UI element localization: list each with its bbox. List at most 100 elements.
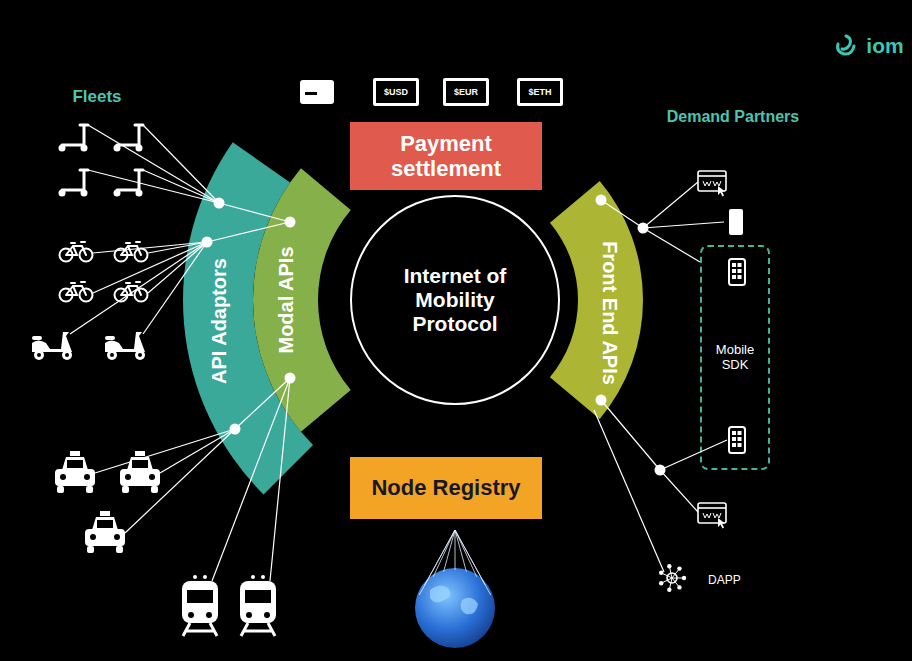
scooter-icon <box>114 170 144 197</box>
junction-dot <box>285 217 296 228</box>
drawing-part <box>261 575 265 579</box>
drawing-part <box>107 350 117 360</box>
text-label: iom <box>866 34 903 58</box>
drawing-part <box>59 145 66 152</box>
drawing-part <box>203 575 207 579</box>
drawing-part <box>100 511 110 516</box>
band-shape <box>549 181 643 419</box>
wire <box>660 440 727 470</box>
taxi-icon <box>55 451 95 493</box>
bicycle-icon <box>60 282 93 302</box>
drawing-part <box>677 566 681 570</box>
drawing-part <box>738 443 742 447</box>
band-shape <box>253 168 351 432</box>
drawing-part <box>117 170 143 190</box>
drawing-part <box>659 571 663 575</box>
drawing-part <box>206 612 212 618</box>
drawing-part <box>149 474 155 480</box>
drawing-part <box>241 623 275 636</box>
drawing-part <box>703 181 721 186</box>
drawing-part <box>62 350 72 360</box>
drawing-part <box>183 623 217 636</box>
drawing-part <box>114 145 121 152</box>
wire <box>643 182 698 228</box>
drawing-part <box>32 336 42 340</box>
text-label: DAPP <box>708 573 741 587</box>
web-icon <box>698 171 726 197</box>
drawing-part <box>122 486 129 493</box>
drawing-part <box>729 259 745 285</box>
drawing-part <box>62 170 88 190</box>
junction-dot <box>596 195 607 206</box>
train-icon <box>240 575 276 636</box>
drawing-part <box>105 336 115 340</box>
wire <box>601 400 660 470</box>
bill-icon <box>443 78 489 106</box>
drawing-part <box>114 190 121 197</box>
drawing-part <box>659 581 663 585</box>
web-icon <box>698 503 726 529</box>
drawing-part <box>251 575 255 579</box>
drawing-part <box>65 353 69 357</box>
band-shape <box>550 181 643 419</box>
drawing-part <box>667 564 671 568</box>
drawing-part <box>105 332 145 352</box>
drawing-part <box>187 590 213 603</box>
drawing-part <box>62 457 88 470</box>
drawing-part <box>682 576 686 580</box>
phone-icon <box>729 427 745 453</box>
drawing-part <box>698 503 726 523</box>
drawing-part <box>246 612 252 618</box>
drawing-part <box>67 460 83 468</box>
drawing-part <box>97 520 113 528</box>
bicycle-icon <box>60 242 93 262</box>
node-label: Payment settlement <box>358 131 534 182</box>
drawing-part <box>57 486 64 493</box>
api-band: Front End APIs <box>549 181 643 419</box>
drawing-part <box>698 171 726 191</box>
drawing-part <box>81 190 88 197</box>
junction-dot <box>655 465 666 476</box>
drawing-part <box>62 125 88 145</box>
drawing-part <box>732 437 736 441</box>
bill-icon <box>520 81 560 103</box>
drawing-part <box>60 474 66 480</box>
drawing-part <box>37 353 41 357</box>
dapp-icon <box>659 564 686 592</box>
scooter-icon <box>114 125 144 152</box>
node-label: Node Registry <box>371 475 520 500</box>
drawing-part <box>732 275 736 279</box>
drawing-part <box>81 145 88 152</box>
drawing-part <box>125 474 131 480</box>
drawing-part <box>70 451 80 456</box>
text-label: Demand Partners <box>667 108 800 126</box>
junction-dot <box>638 223 649 234</box>
bicycle-icon <box>115 242 148 262</box>
drawing-part <box>188 612 194 618</box>
drawing-part <box>738 269 742 273</box>
wire <box>160 429 235 473</box>
bill-icon <box>373 78 419 106</box>
drawing-part <box>121 282 141 295</box>
moped-icon <box>32 332 72 360</box>
text-label: Fleets <box>72 87 121 107</box>
protocol-circle: Internet of Mobility Protocol <box>350 195 560 405</box>
scooter-icon <box>59 170 89 197</box>
globe-line <box>455 530 491 595</box>
node-label: Modal APIs <box>275 246 298 353</box>
drawing-part <box>738 275 742 279</box>
text-label: $EUR <box>454 87 478 97</box>
node-label: Internet of Mobility Protocol <box>375 264 535 336</box>
wire <box>88 170 219 203</box>
drawing-part <box>55 469 95 486</box>
junction-dot <box>202 237 213 248</box>
logo-mark <box>838 36 854 54</box>
drawing-part <box>135 350 145 360</box>
drawing-part <box>59 190 66 197</box>
bicycle-icon <box>115 282 148 302</box>
drawing-part <box>698 507 726 509</box>
drawing-part <box>245 590 271 603</box>
drawing-part <box>110 353 114 357</box>
drawing-part <box>120 469 160 486</box>
drawing-part <box>732 263 736 267</box>
